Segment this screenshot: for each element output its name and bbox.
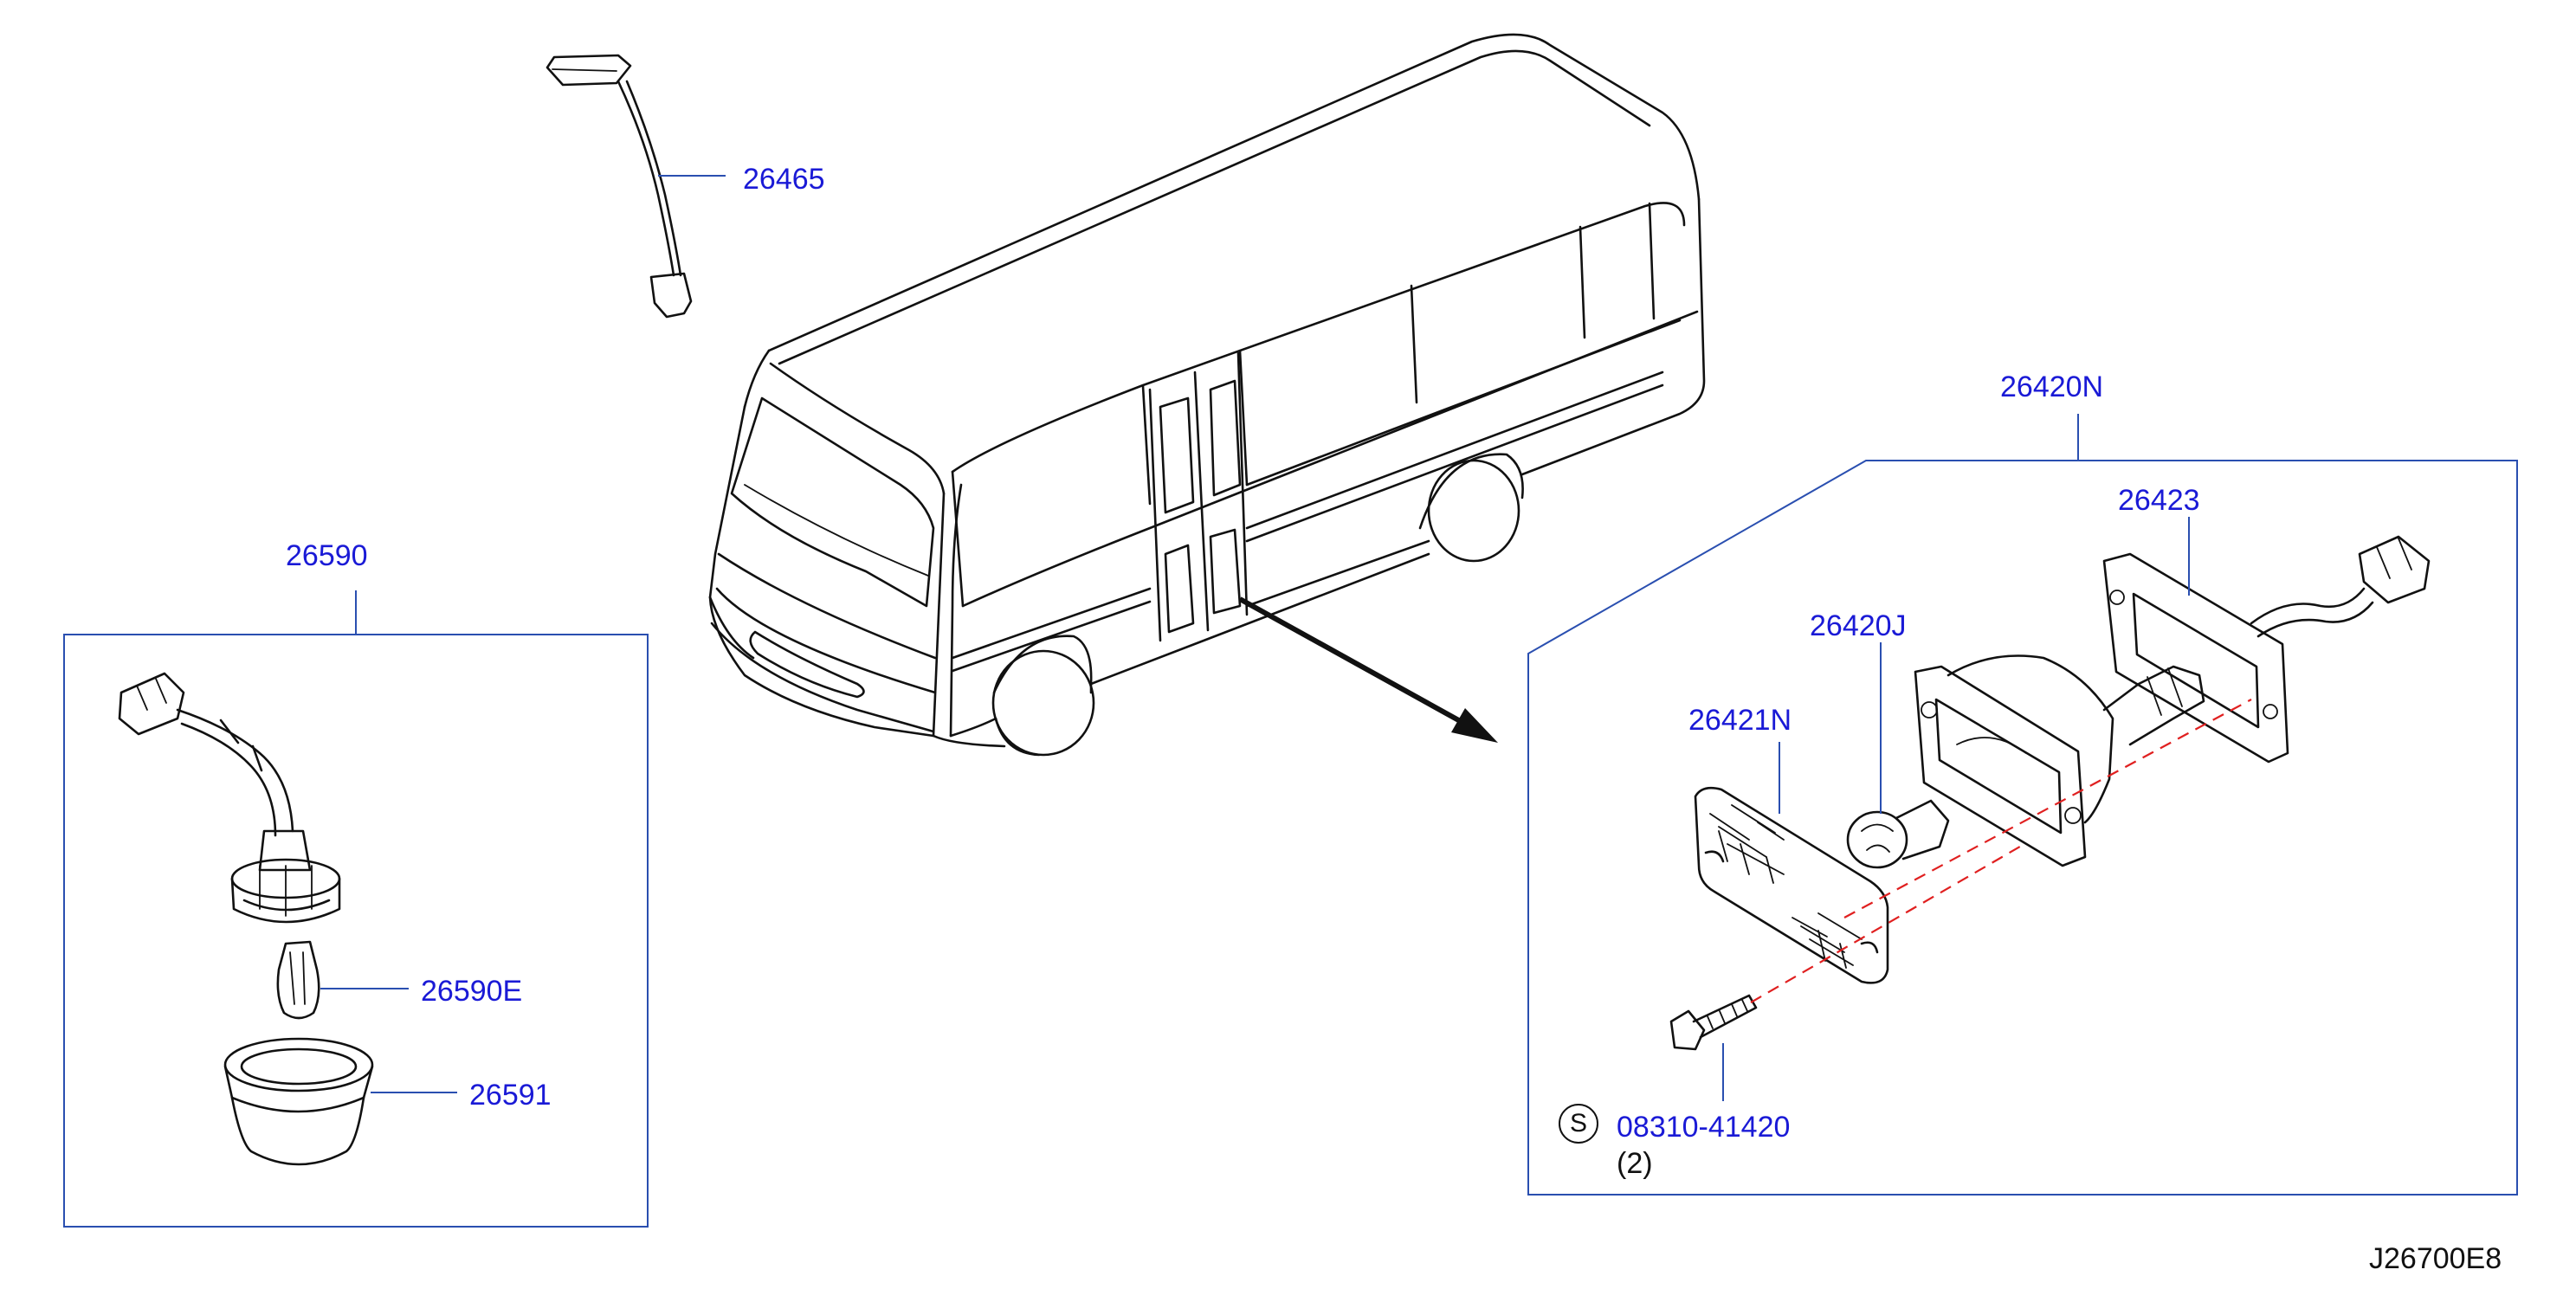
bus-illustration <box>708 33 1706 757</box>
gasket-part <box>2102 535 2431 764</box>
label-lens: 26421N <box>1688 704 1792 737</box>
lamp-housing-part <box>1914 654 2205 867</box>
label-cover-left: 26591 <box>469 1079 552 1112</box>
left-lamp-socket-part <box>118 672 341 924</box>
alignment-line-lower <box>1750 843 2025 1003</box>
alignment-line-upper <box>1843 699 2252 918</box>
pointer-arrow <box>1238 596 1498 743</box>
diagram-id: J26700E8 <box>2369 1242 2502 1275</box>
label-antenna: 26465 <box>743 163 825 196</box>
label-bulb-right: 26420J <box>1810 609 1907 642</box>
antenna-part <box>546 54 693 319</box>
left-cover-part <box>223 1037 374 1166</box>
left-bulb-part <box>276 940 320 1020</box>
label-screw: 08310-41420 <box>1617 1111 1791 1144</box>
label-bulb-left: 26590E <box>421 975 523 1008</box>
screw-symbol-badge: S <box>1559 1104 1598 1144</box>
label-lamp-assembly-right: 26420N <box>2000 371 2104 403</box>
label-screw-qty: (2) <box>1617 1147 1653 1180</box>
left-assembly-box <box>63 634 649 1228</box>
screw-part <box>1669 994 1758 1051</box>
label-lamp-assembly-left: 26590 <box>286 539 368 572</box>
right-bulb-part <box>1846 799 1950 869</box>
right-assembly-box <box>1527 460 2518 1196</box>
label-gasket: 26423 <box>2118 484 2200 517</box>
lens-part <box>1694 786 1889 984</box>
